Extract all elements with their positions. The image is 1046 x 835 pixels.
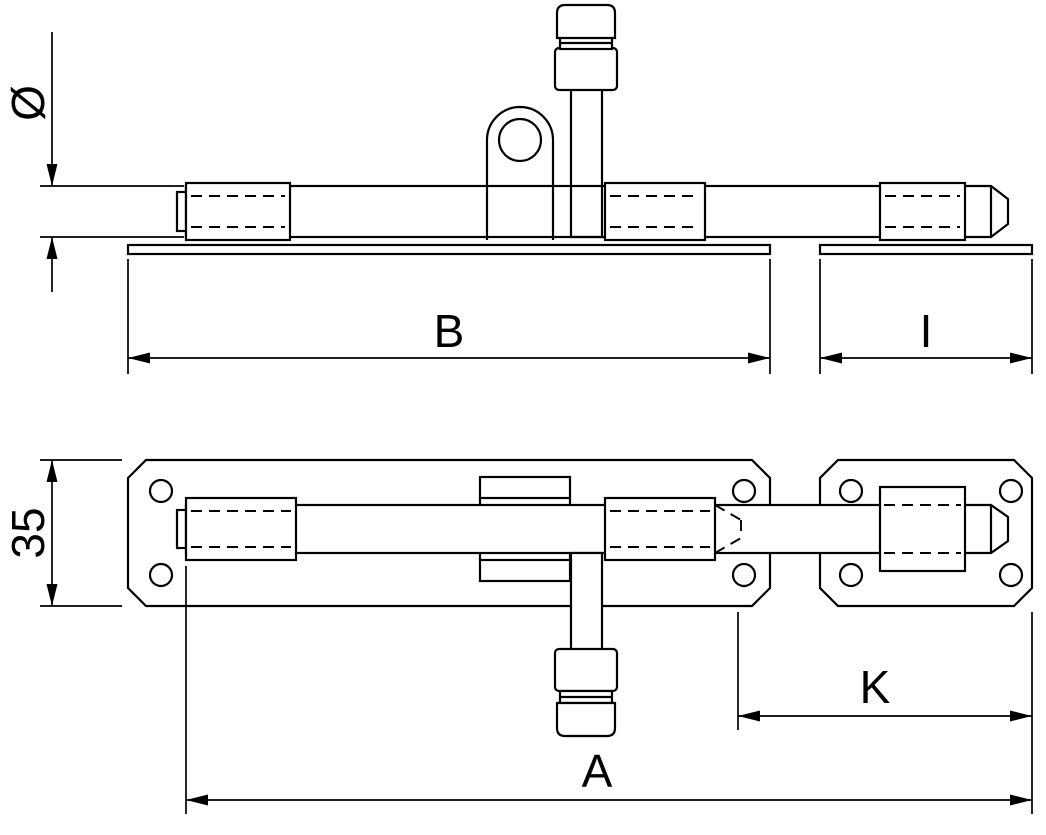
dim-label-b: B xyxy=(434,305,465,357)
dimension-a: A xyxy=(185,566,1033,814)
dimension-k: K xyxy=(737,612,1032,730)
plan-plate-keeper-holes xyxy=(838,478,1024,588)
dimension-b: B xyxy=(127,259,771,374)
side-eye-lug xyxy=(485,105,555,240)
side-baseplate-main xyxy=(126,243,772,256)
side-knob xyxy=(553,3,619,92)
dim-label-diameter: Ø xyxy=(2,85,54,121)
mounting-hole xyxy=(998,478,1024,504)
plan-guide-barrel xyxy=(603,496,742,562)
mounting-hole xyxy=(731,562,757,588)
plan-handle-shaft xyxy=(569,551,604,655)
eye-hole xyxy=(497,117,543,163)
plan-plate-main-holes xyxy=(148,478,757,588)
dimension-diameter: Ø xyxy=(2,32,184,292)
dim-label-i: I xyxy=(920,305,933,357)
mounting-hole xyxy=(148,562,174,588)
mounting-hole xyxy=(838,478,864,504)
mounting-hole xyxy=(998,562,1024,588)
plan-handle xyxy=(553,551,619,738)
dim-label-k: K xyxy=(860,661,891,713)
plan-view xyxy=(126,458,1034,738)
side-keeper-barrel xyxy=(878,181,967,242)
dim-label-35: 35 xyxy=(2,507,54,558)
plan-bolt-rod xyxy=(175,503,1010,555)
mounting-hole xyxy=(731,478,757,504)
side-guide-barrel xyxy=(603,181,707,242)
dimension-35: 35 xyxy=(2,459,122,607)
side-view xyxy=(126,3,1034,256)
plan-guide-staple xyxy=(478,475,572,583)
mounting-hole xyxy=(148,478,174,504)
dimension-i: I xyxy=(819,259,1033,374)
mounting-hole xyxy=(838,562,864,588)
dim-label-a: A xyxy=(582,745,613,797)
plan-head-barrel xyxy=(184,496,298,562)
plan-keeper-block xyxy=(878,485,967,573)
side-head-barrel xyxy=(184,181,292,242)
side-baseplate-keeper xyxy=(818,243,1034,256)
